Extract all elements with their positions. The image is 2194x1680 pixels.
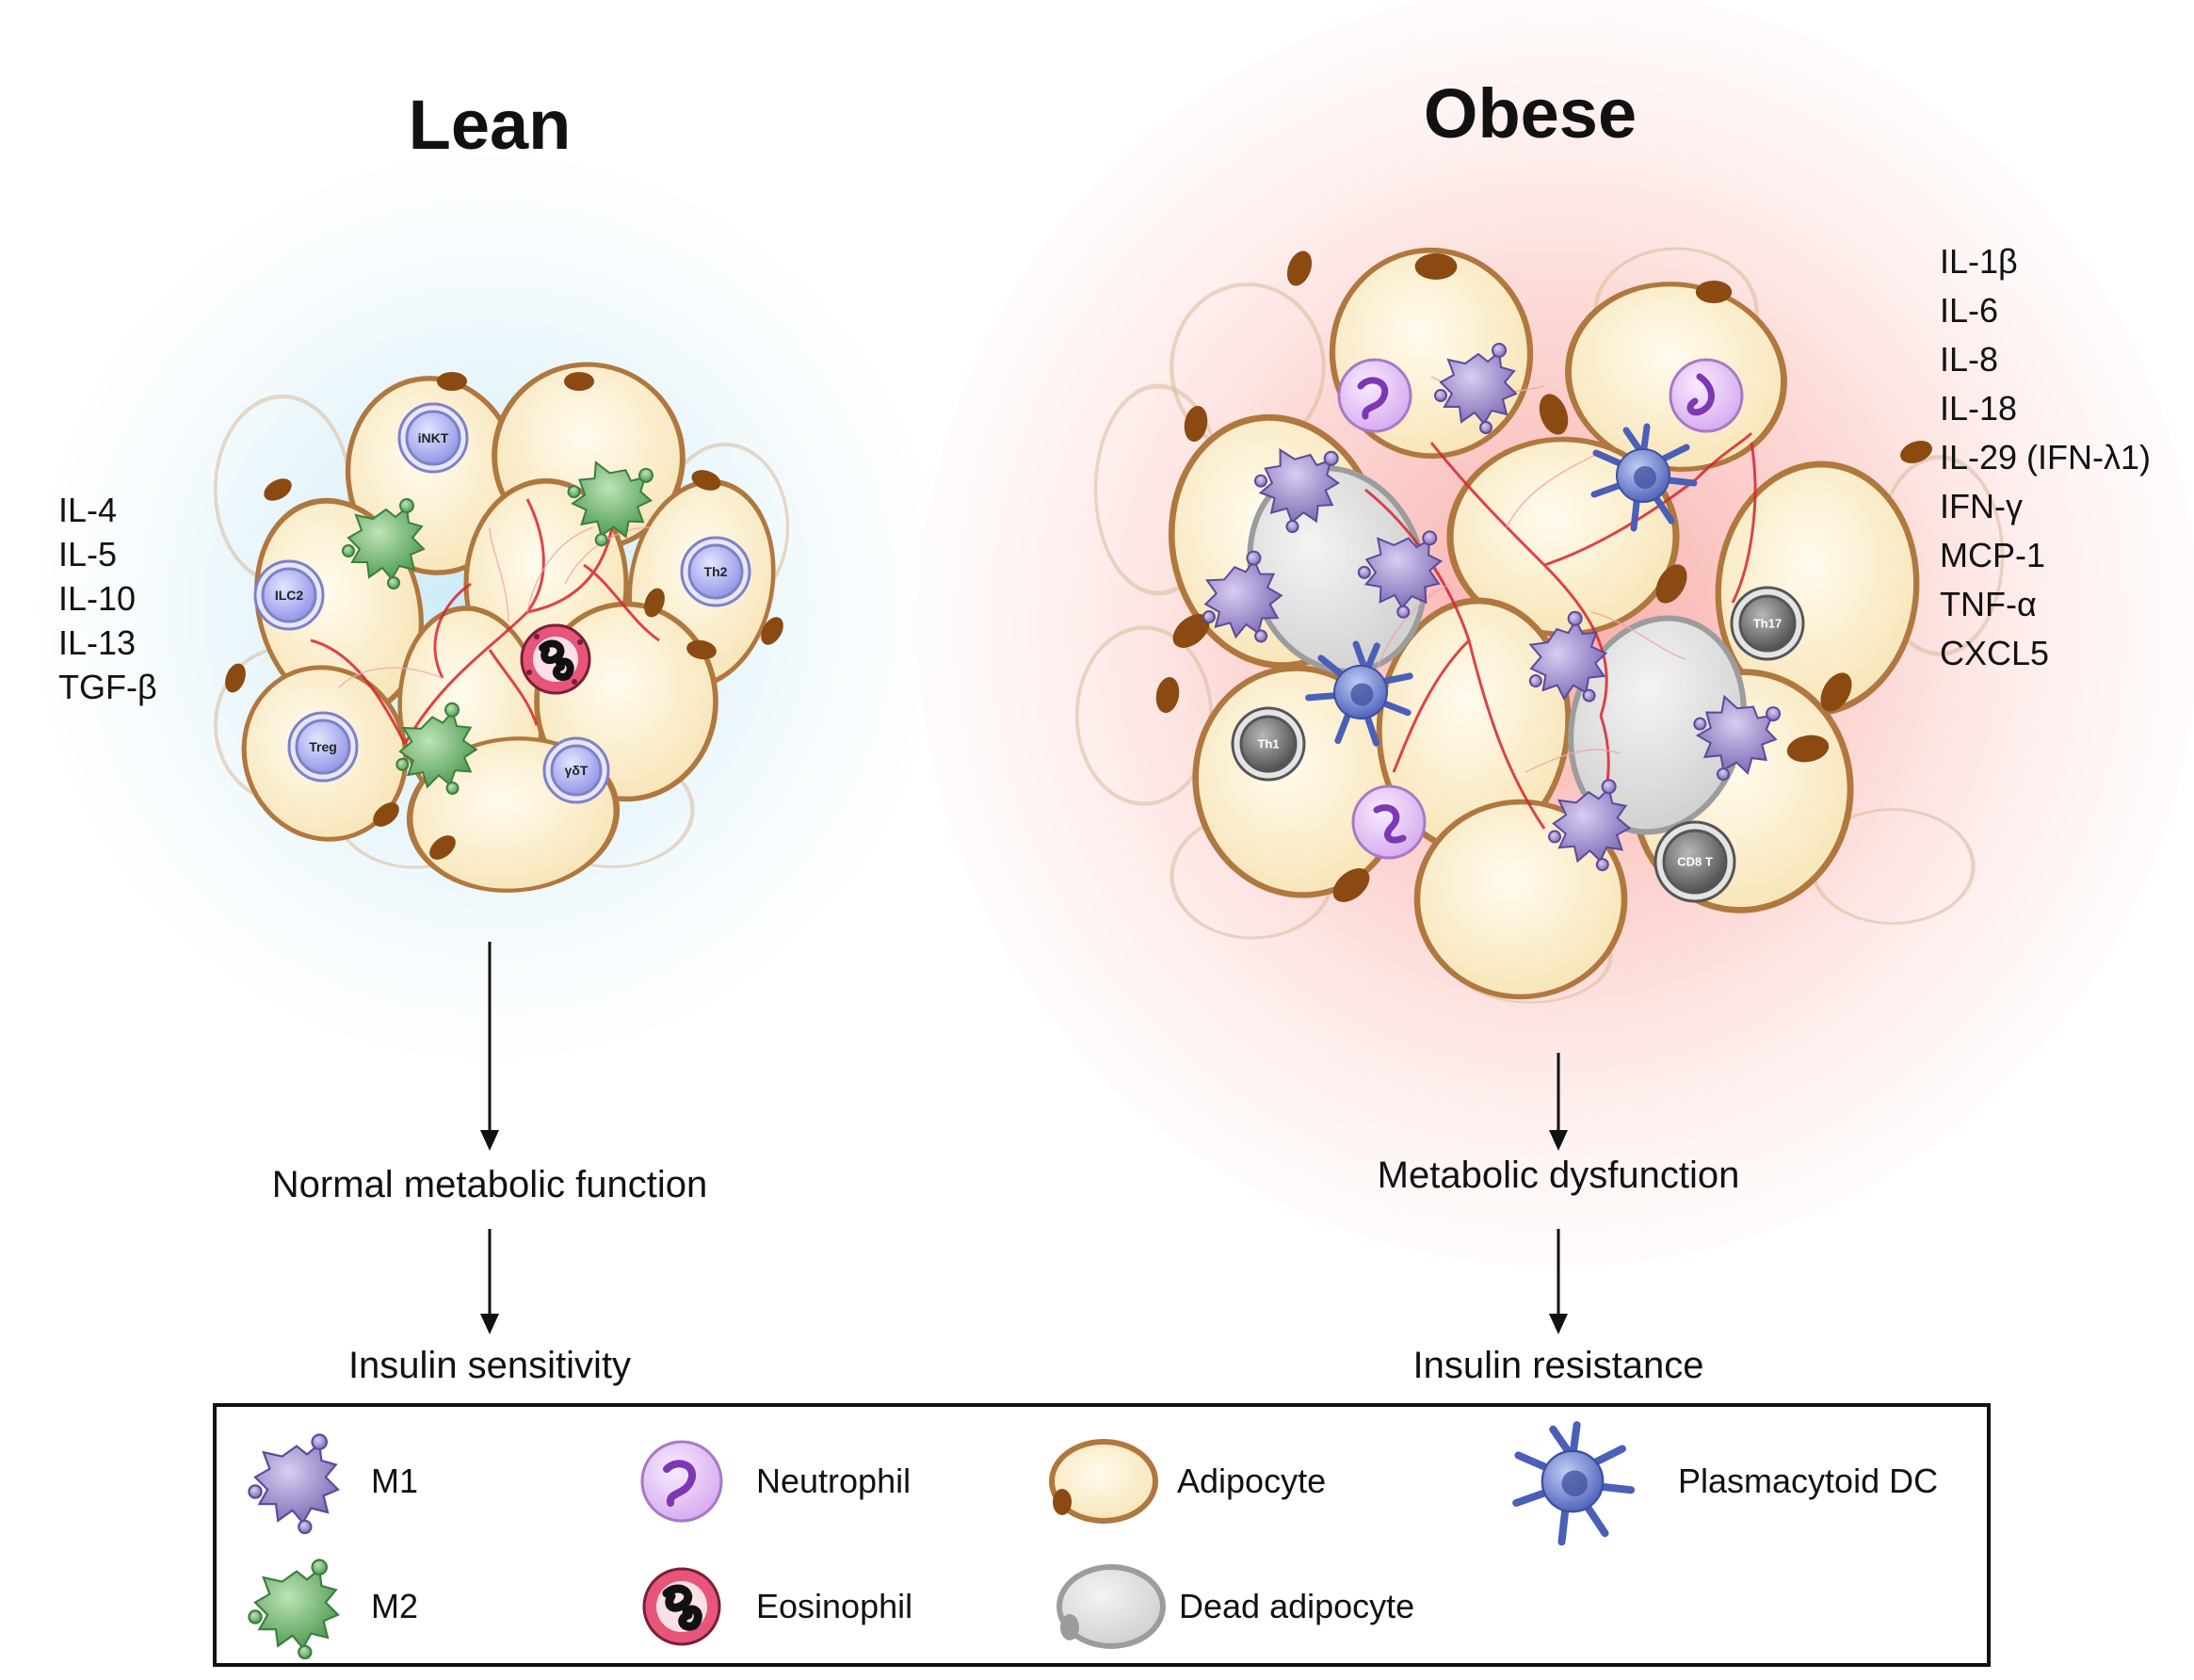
lean-cytokine: IL-13	[58, 623, 137, 662]
gamma-delta-t-cell-label: γδT	[564, 763, 589, 778]
lean-outcome-metabolic: Normal metabolic function	[271, 1164, 708, 1205]
legend-m2-label: M2	[371, 1587, 419, 1625]
obese-cytokine: IFN-γ	[1940, 487, 2023, 525]
treg-cell-label: Treg	[309, 739, 337, 754]
obese-cytokine: CXCL5	[1940, 634, 2050, 672]
lean-cytokine-list: IL-4 IL-5 IL-10 IL-13 TGF-β	[58, 488, 157, 709]
lean-cytokine: IL-4	[58, 491, 118, 529]
obese-cytokine: IL-1β	[1940, 242, 2018, 281]
obese-cytokine: IL-29 (IFN-λ1)	[1940, 438, 2152, 477]
th1-cell-label: Th1	[1257, 736, 1280, 751]
obese-cytokine: MCP-1	[1940, 536, 2046, 574]
legend-adipocyte-icon	[1049, 1439, 1158, 1524]
lean-tissue	[216, 344, 789, 899]
lean-cytokine: IL-10	[58, 579, 137, 618]
obese-title: Obese	[1423, 74, 1637, 153]
obese-outcome-insulin: Insulin resistance	[1412, 1345, 1704, 1386]
lean-cytokine: IL-5	[58, 535, 118, 573]
legend-plasmacytoid-dc-label: Plasmacytoid DC	[1678, 1462, 1939, 1500]
legend-adipocyte-label: Adipocyte	[1177, 1462, 1327, 1500]
legend-eosinophil-label: Eosinophil	[756, 1587, 913, 1625]
lean-cytokine: TGF-β	[58, 668, 157, 706]
legend-dead-adipocyte-icon	[1057, 1564, 1166, 1649]
obese-cytokine-list: IL-1β IL-6 IL-8 IL-18 IL-29 (IFN-λ1) IFN…	[1940, 237, 2151, 678]
obese-outcome-metabolic: Metabolic dysfunction	[1377, 1155, 1740, 1196]
obese-tissue	[1077, 242, 2003, 1002]
th17-cell-label: Th17	[1752, 616, 1783, 631]
obese-cytokine: IL-18	[1940, 389, 2018, 428]
legend-m1-label: M1	[371, 1462, 419, 1500]
lean-outcome-insulin: Insulin sensitivity	[347, 1345, 632, 1386]
legend-dead-adipocyte-label: Dead adipocyte	[1179, 1587, 1415, 1625]
obese-cytokine: IL-8	[1940, 340, 1999, 379]
cd8-t-cell-label: CD8 T	[1677, 854, 1713, 869]
obese-cytokine: TNF-α	[1940, 585, 2037, 623]
ilc2-cell-label: ILC2	[274, 588, 304, 603]
inkt-cell-label: iNKT	[417, 430, 449, 445]
legend-neutrophil-icon	[640, 1440, 723, 1523]
legend-eosinophil-icon	[642, 1567, 721, 1646]
flow-arrows	[480, 942, 1568, 1334]
th2-cell-label: Th2	[703, 564, 728, 579]
obese-cytokine: IL-6	[1940, 291, 1999, 330]
legend-neutrophil-label: Neutrophil	[756, 1462, 911, 1500]
lean-title: Lean	[408, 86, 572, 164]
